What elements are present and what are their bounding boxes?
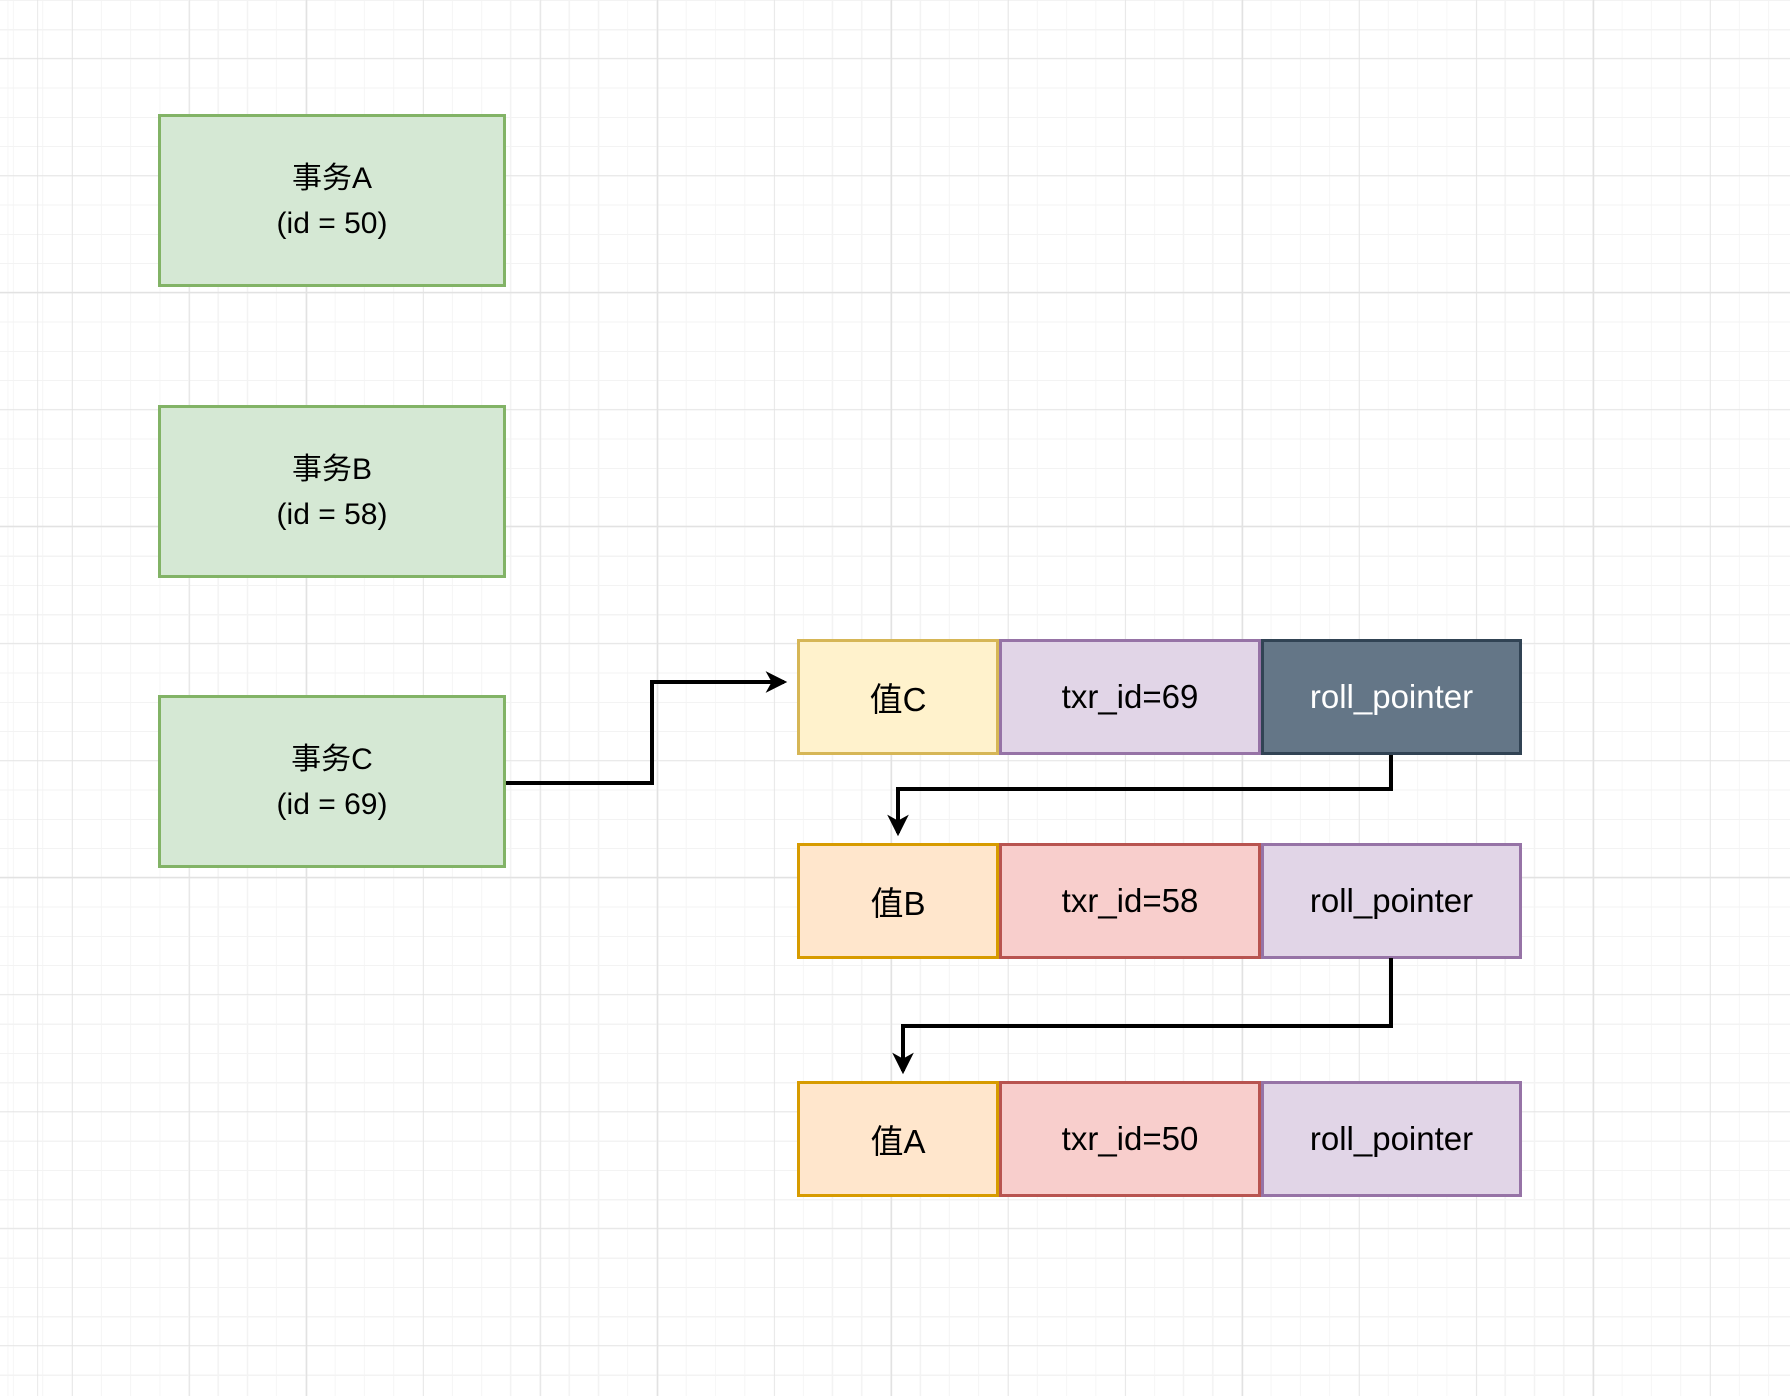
roll-pointer-label: roll_pointer (1309, 1120, 1474, 1157)
transaction-name: 事务A (291, 161, 372, 195)
arrow-version2-to-version3 (892, 958, 1393, 1075)
value-cell: 值B (797, 843, 999, 959)
value-label: 值A (870, 1123, 926, 1160)
value-label: 值C (869, 681, 927, 718)
transaction-name: 事务B (291, 452, 372, 486)
roll-pointer-cell: roll_pointer (1261, 639, 1522, 755)
transaction-id: (id = 58) (276, 497, 388, 531)
value-cell: 值A (797, 1081, 999, 1197)
transaction-box-c: 事务C (id = 69) (158, 695, 506, 868)
txr-id-cell: txr_id=58 (999, 843, 1261, 959)
transaction-box-b: 事务B (id = 58) (158, 405, 506, 578)
transaction-name: 事务C (291, 742, 373, 776)
roll-pointer-cell: roll_pointer (1261, 1081, 1522, 1197)
transaction-id: (id = 69) (276, 787, 388, 821)
roll-pointer-cell: roll_pointer (1261, 843, 1522, 959)
txr-id-label: txr_id=69 (1061, 678, 1199, 715)
txr-id-cell: txr_id=69 (999, 639, 1261, 755)
roll-pointer-label: roll_pointer (1309, 882, 1474, 919)
txr-id-label: txr_id=50 (1061, 1120, 1199, 1157)
arrow-version1-to-version2 (887, 755, 1393, 837)
txr-id-cell: txr_id=50 (999, 1081, 1261, 1197)
transaction-box-a: 事务A (id = 50) (158, 114, 506, 287)
value-cell: 值C (797, 639, 999, 755)
arrow-txc-to-version1 (506, 671, 788, 785)
value-label: 值B (870, 885, 926, 922)
txr-id-label: txr_id=58 (1061, 882, 1199, 919)
transaction-id: (id = 50) (276, 206, 388, 240)
roll-pointer-label: roll_pointer (1309, 678, 1474, 715)
